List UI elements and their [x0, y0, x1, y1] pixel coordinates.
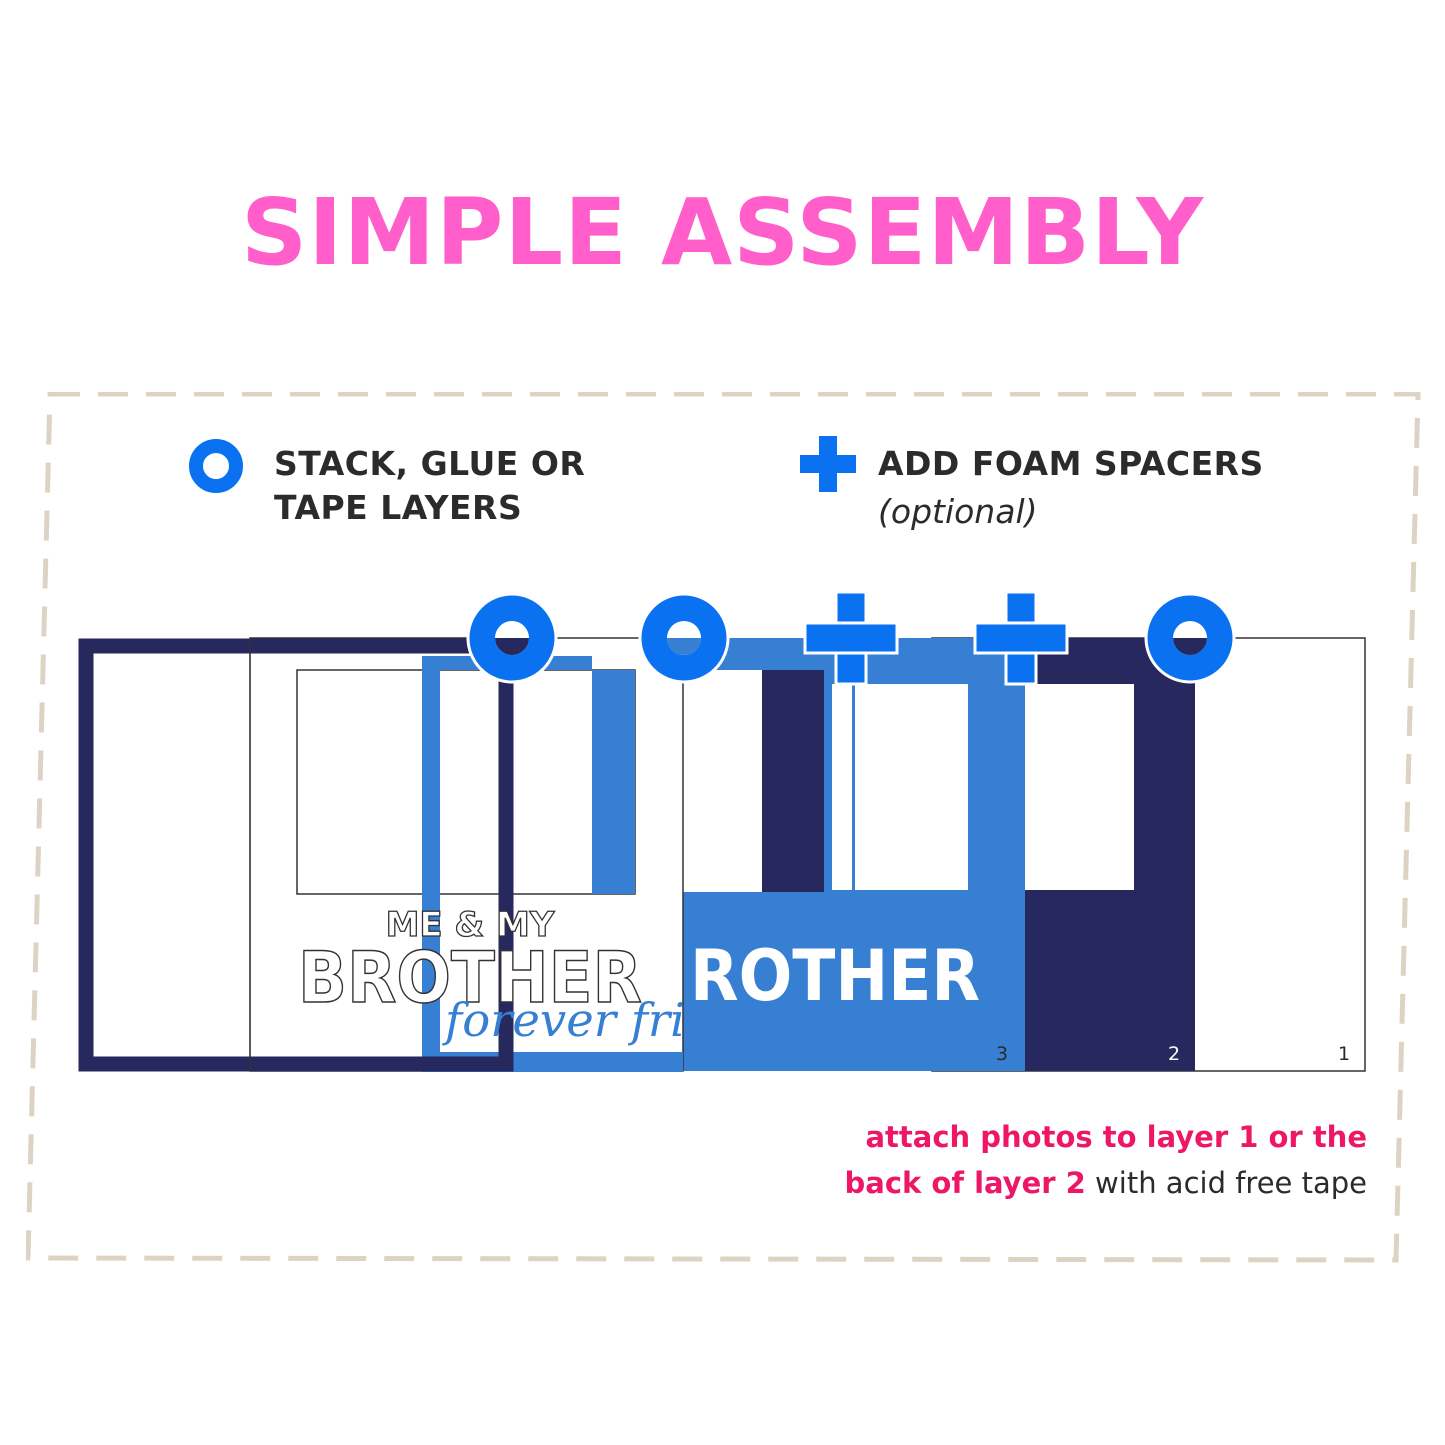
layer3-text: ROTHER — [690, 935, 980, 1017]
layer4-script: forever fri — [442, 993, 685, 1047]
layer-3 — [592, 638, 1025, 1071]
ring-icon — [638, 592, 730, 684]
plus-icon — [803, 590, 899, 686]
legend-foam-label: ADD FOAM SPACERS — [878, 444, 1264, 483]
plus-icon — [973, 590, 1069, 686]
ring-icon — [189, 439, 243, 493]
dashed-frame — [26, 392, 1421, 1263]
note-highlight-1: attach photos to layer 1 or the — [865, 1120, 1367, 1154]
assembly-note: attach photos to layer 1 or the back of … — [845, 1114, 1367, 1206]
layer4-text-main: BROTHER — [298, 937, 642, 1019]
layer-2-number: 2 — [1168, 1043, 1180, 1065]
layer4-text-top: ME & MY — [386, 905, 555, 945]
note-highlight-2: back of layer 2 — [844, 1166, 1086, 1200]
layer-3-number: 3 — [996, 1043, 1008, 1065]
page-title: SIMPLE ASSEMBLY — [241, 179, 1204, 286]
ring-icon — [466, 592, 558, 684]
plus-icon — [800, 436, 856, 492]
layer-4 — [249, 637, 684, 1072]
ring-icon — [1144, 592, 1236, 684]
legend-stack-label: STACK, GLUE OR TAPE LAYERS — [274, 444, 586, 527]
note-rest: with acid free tape — [1085, 1166, 1367, 1200]
layer-1-number: 1 — [1338, 1043, 1350, 1065]
legend-foam-optional: (optional) — [878, 492, 1038, 531]
layer-5 — [78, 638, 514, 1072]
